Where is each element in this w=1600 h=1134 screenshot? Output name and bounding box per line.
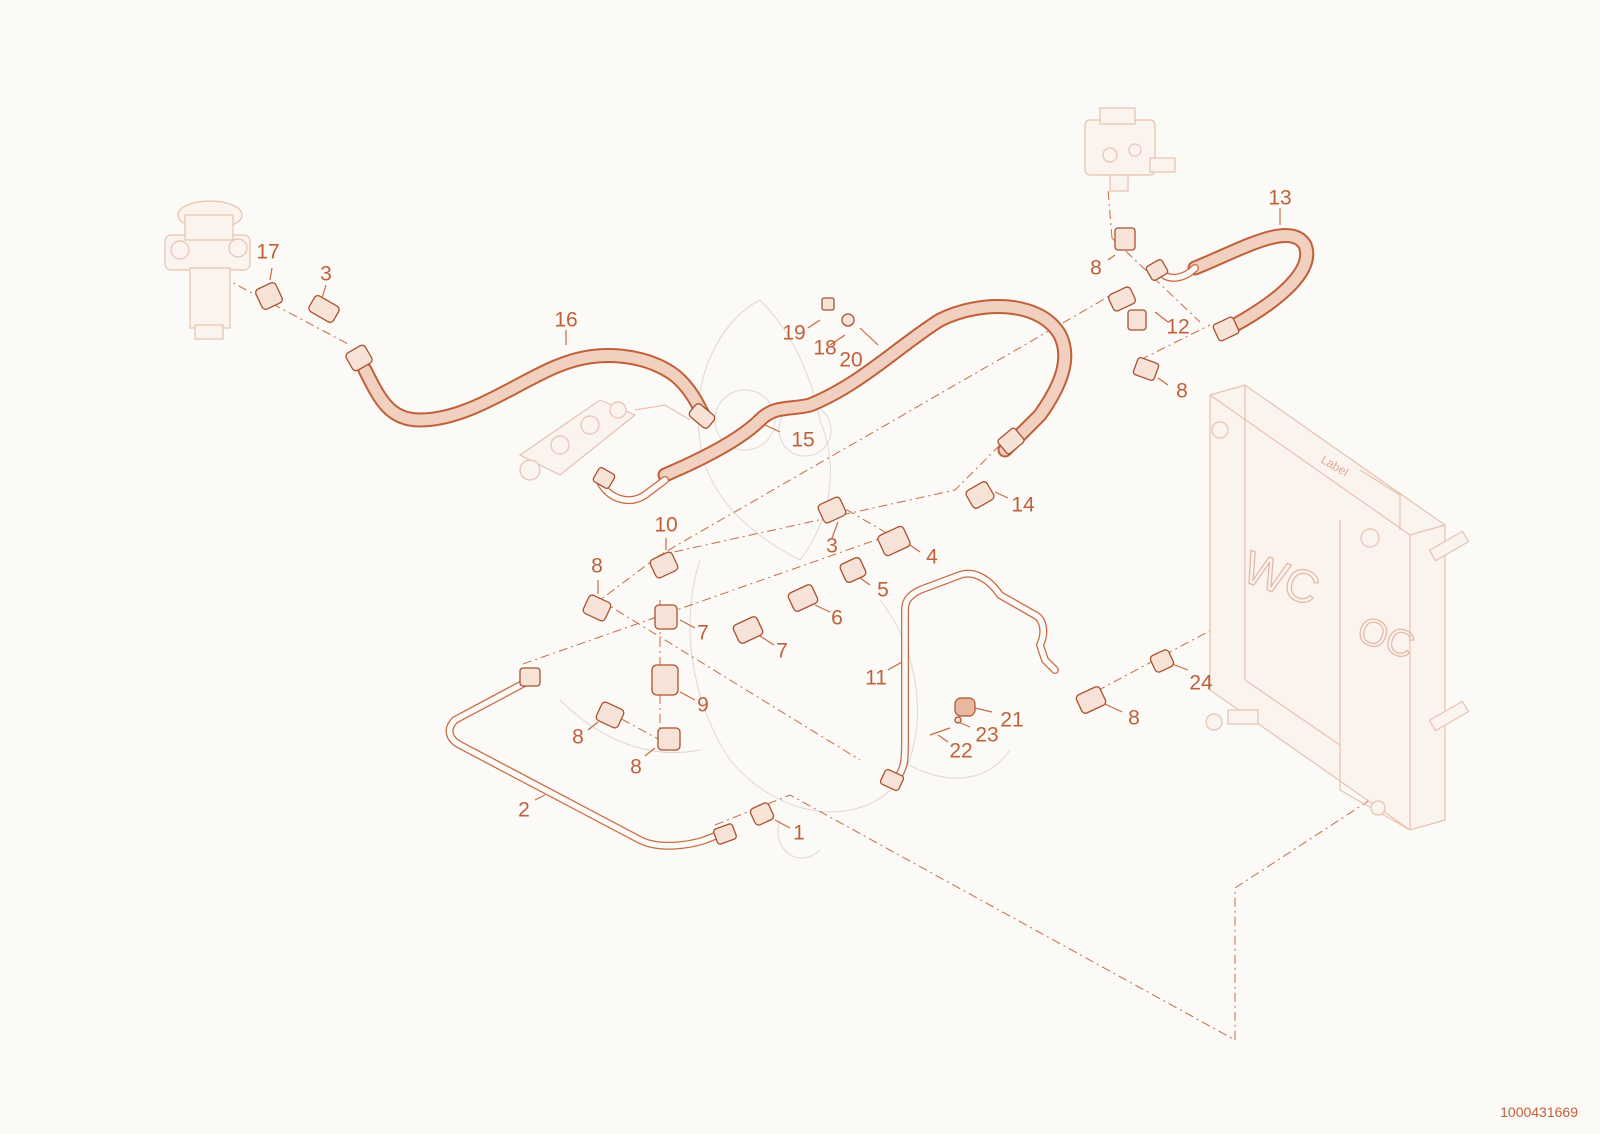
assembly-lines (204, 189, 1381, 1041)
callout-9: 9 (697, 693, 709, 717)
callout-8: 8 (630, 755, 642, 779)
valve-ghost (1084, 107, 1176, 192)
callout-3: 3 (826, 534, 838, 558)
callout-4: 4 (926, 545, 938, 569)
cooler-ghost: Label WC OC (1205, 384, 1470, 831)
callout-7: 7 (776, 639, 788, 663)
fittings (255, 227, 1175, 826)
callout-20: 20 (839, 348, 863, 372)
document-number: 1000431669 (1500, 1104, 1578, 1120)
callout-11: 11 (865, 666, 887, 690)
callout-6: 6 (831, 606, 843, 630)
valve-block-ghost (518, 399, 691, 481)
callout-8: 8 (1128, 706, 1140, 730)
leader-lines (269, 208, 1281, 829)
hose-13 (1145, 228, 1315, 342)
callout-2: 2 (518, 798, 530, 822)
callout-8: 8 (572, 725, 584, 749)
callout-22: 22 (949, 739, 973, 763)
callout-23: 23 (975, 723, 999, 747)
callout-18: 18 (813, 336, 837, 360)
callout-7: 7 (697, 621, 709, 645)
tube-2 (445, 667, 737, 850)
watermark-figure (559, 299, 1011, 859)
callout-13: 13 (1268, 186, 1292, 210)
callout-12: 12 (1166, 315, 1190, 339)
callout-16: 16 (554, 308, 578, 332)
callout-17: 17 (256, 240, 280, 264)
callout-8: 8 (591, 554, 603, 578)
hose-16 (345, 344, 716, 429)
callout-8: 8 (1090, 256, 1102, 280)
callout-24: 24 (1189, 671, 1213, 695)
callout-19: 19 (782, 321, 806, 345)
hose-15 (592, 299, 1073, 505)
tube-11 (879, 569, 1059, 792)
callout-1: 1 (793, 821, 805, 845)
callout-14: 14 (1011, 493, 1035, 517)
callout-3: 3 (320, 262, 332, 286)
callout-5: 5 (877, 578, 889, 602)
callout-8: 8 (1176, 379, 1188, 403)
callout-15: 15 (791, 428, 815, 452)
callout-10: 10 (654, 513, 678, 537)
callout-21: 21 (1000, 708, 1024, 732)
left-pump-ghost (164, 200, 251, 340)
